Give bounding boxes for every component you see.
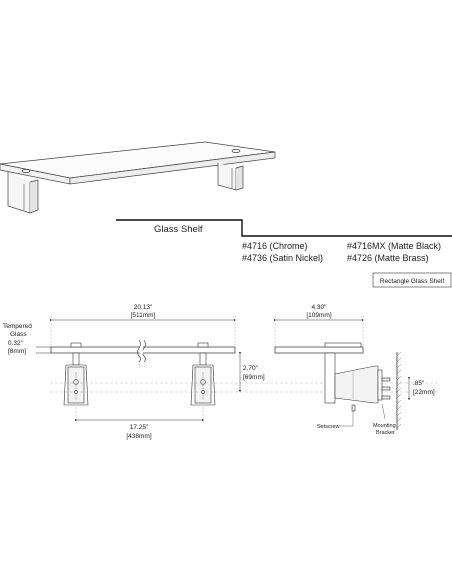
model-matte-black: #4716MX (Matte Black) — [347, 241, 441, 251]
glass-label-line2: Glass — [10, 331, 27, 338]
model-chrome: #4716 (Chrome) — [242, 241, 308, 251]
overall-width-mm: [511mm] — [131, 312, 156, 319]
overall-width-in: 20.13" — [134, 304, 153, 311]
shelf-isometric-illustration — [0, 141, 276, 214]
wall-hatch — [396, 351, 402, 429]
break-mark-left — [137, 339, 141, 363]
glass-thickness-mm: [8mm] — [8, 348, 26, 355]
title-divider-line — [116, 219, 452, 237]
mount-mm: [22mm] — [413, 389, 435, 396]
glass-panel-side — [274, 346, 364, 354]
side-elevation: 4.30" [109mm] — [273, 304, 435, 436]
height-mm: [69mm] — [243, 374, 265, 381]
bracket-spacing-in: 17.25" — [130, 424, 149, 431]
glass-label-line1: Tempered — [3, 323, 32, 330]
height-in: 2.70" — [243, 365, 259, 372]
bracket-side-profile — [324, 342, 391, 412]
depth-in: 4.30" — [312, 304, 328, 311]
front-elevation: 20.13" [511mm] Tempered Glass 0.32" [8mm… — [3, 304, 440, 440]
shelf-title: Glass Shelf — [154, 224, 203, 235]
right-bracket-front — [190, 364, 216, 406]
glass-thickness-in: 0.32" — [8, 340, 24, 347]
bracket-spacing-mm: [438mm] — [126, 433, 151, 440]
model-matte-brass: #4726 (Matte Brass) — [347, 253, 429, 263]
mounting-bracket-label-line1: Mounting — [373, 423, 396, 429]
mount-in: .85" — [413, 380, 425, 387]
left-bracket-front — [63, 364, 89, 406]
depth-mm: [109mm] — [306, 312, 331, 319]
model-satin-nickel: #4736 (Satin Nickel) — [242, 253, 323, 263]
setscrew-label: Setscrew — [317, 424, 340, 430]
product-label: Rectangle Glass Shelf — [380, 278, 445, 285]
mounting-bracket-label-line2: Bracket — [376, 430, 395, 436]
product-label-box — [372, 272, 452, 288]
